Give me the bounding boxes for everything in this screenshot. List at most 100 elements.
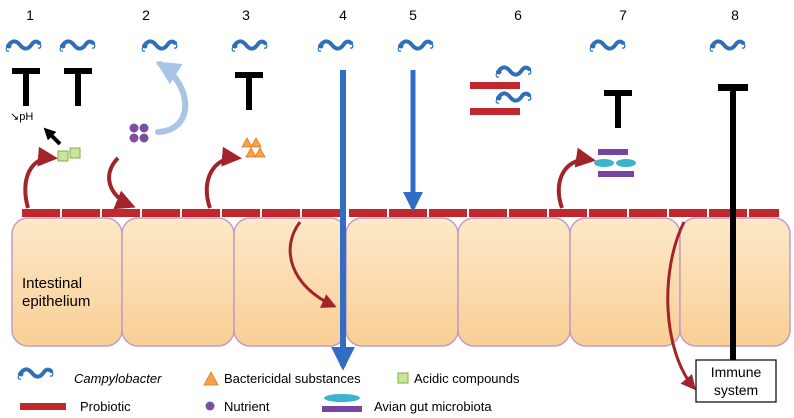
campylobacter-icon: [316, 39, 355, 54]
competition-arrow: [107, 156, 136, 210]
bactericidal-icon: [245, 147, 257, 158]
bactericidal-icon: [250, 137, 262, 148]
campylobacter-icon: [4, 39, 43, 54]
legend-probiotic-icon: [20, 403, 66, 410]
microbiota-ellipse: [616, 159, 636, 167]
mechanism-number-2: 2: [142, 7, 150, 23]
probiotic-bar: [470, 108, 520, 115]
mechanism-numbers: 1 2 3 4 5 6 7 8: [26, 7, 739, 23]
epithelial-cell: [233, 217, 347, 347]
inhibition-icon: [64, 68, 92, 106]
probiotic-bar: [262, 209, 300, 217]
probiotic-bar: [62, 209, 100, 217]
immune-system-label-line2: system: [714, 382, 758, 398]
campylobacter-icon: [58, 39, 97, 54]
epithelial-cell: [569, 217, 681, 347]
microbiota-bar: [598, 171, 634, 177]
campylobacter-group: [4, 39, 747, 106]
mechanism-number-4: 4: [339, 7, 347, 23]
probiotic-bar: [589, 209, 627, 217]
secretion-arrow: [204, 146, 242, 209]
probiotic-bar: [549, 209, 587, 217]
immune-system-box: [695, 359, 777, 403]
probiotic-bar: [469, 209, 507, 217]
probiotic-bar: [709, 209, 747, 217]
legend-campylobacter-icon: [16, 367, 55, 382]
probiotic-bar: [22, 209, 60, 217]
inhibition-icon: [235, 72, 263, 110]
probiotic-bar: [222, 209, 260, 217]
legend-nutrient-icon: [205, 401, 215, 411]
secretion-arrow: [556, 147, 596, 209]
mechanism-3: [204, 72, 266, 209]
epithelial-cell: [345, 217, 459, 347]
campylobacter-icon: [396, 39, 435, 54]
mechanism-6: [470, 82, 520, 115]
mechanism-1: ↘pH: [10, 68, 92, 209]
mechanism-4: [288, 70, 355, 371]
probiotic-bar: [669, 209, 707, 217]
probiotic-bar: [429, 209, 467, 217]
mechanism-2: [107, 61, 189, 210]
epithelial-cell: [121, 217, 235, 347]
probiotic-bar: [302, 209, 340, 217]
campylobacter-icon: [708, 39, 747, 54]
epithelium-label-line1: Intestinal: [22, 275, 82, 292]
campylobacter-icon: [494, 65, 533, 80]
nutrient-icon: [129, 133, 139, 143]
mechanism-7: [556, 90, 636, 209]
immune-signal-arrow: [666, 221, 696, 391]
probiotic-bar: [749, 209, 779, 217]
nutrient-icon: [139, 133, 149, 143]
mechanism-number-6: 6: [514, 7, 522, 23]
bactericidal-icon: [241, 137, 253, 148]
probiotic-layer: [22, 209, 779, 217]
probiotic-bar: [629, 209, 667, 217]
legend-bactericidal-icon: [203, 371, 219, 386]
microbiota-bar: [598, 149, 628, 155]
campylobacter-icon: [140, 39, 179, 54]
campylobacter-icon: [588, 39, 627, 54]
bactericidal-icon: [254, 147, 266, 158]
probiotic-bar: [102, 209, 140, 217]
probiotic-bar: [470, 82, 520, 89]
probiotic-bar: [349, 209, 387, 217]
campylobacter-icon: [230, 39, 269, 54]
acidic-compound-icon: [69, 147, 81, 159]
legend-acidic-label: Acidic compounds: [414, 371, 520, 386]
ph-decrease-label: ↘pH: [10, 111, 33, 123]
mechanism-number-7: 7: [619, 7, 627, 23]
nutrient-icon: [139, 123, 149, 133]
epithelium-label-line2: epithelium: [22, 293, 90, 310]
inhibition-icon: [12, 68, 40, 106]
mechanism-number-3: 3: [242, 7, 250, 23]
curved-red-arrow: [288, 221, 337, 308]
probiotic-bar: [509, 209, 547, 217]
legend: Campylobacter Bactericidal substances Ac…: [16, 367, 520, 414]
secretion-arrow: [23, 146, 58, 209]
intestinal-epithelium: [11, 217, 791, 347]
legend-microbiota-label: Avian gut microbiota: [374, 399, 492, 414]
probiotic-bar: [182, 209, 220, 217]
legend-microbiota-bar: [322, 406, 362, 412]
acidic-compound-icon: [57, 150, 69, 162]
mechanism-number-5: 5: [409, 7, 417, 23]
campylobacter-icon: [494, 91, 533, 106]
legend-campylobacter-label: Campylobacter: [74, 371, 162, 386]
inhibition-line: [730, 84, 736, 360]
probiotic-bar: [389, 209, 427, 217]
microbiota-ellipse: [594, 159, 614, 167]
epithelial-cell: [457, 217, 571, 347]
nutrient-uptake-arrow: [155, 61, 189, 135]
legend-acidic-icon: [397, 372, 409, 384]
legend-nutrient-label: Nutrient: [224, 399, 270, 414]
inhibition-icon: [604, 90, 632, 128]
legend-microbiota-ellipse: [324, 394, 360, 402]
legend-probiotic-label: Probiotic: [80, 399, 131, 414]
mechanism-number-8: 8: [731, 7, 739, 23]
acid-arrow: [43, 127, 62, 146]
mechanism-8: Immune system: [666, 84, 777, 403]
nutrient-icon: [129, 123, 139, 133]
mechanism-number-1: 1: [26, 7, 34, 23]
legend-bactericidal-label: Bactericidal substances: [224, 371, 361, 386]
